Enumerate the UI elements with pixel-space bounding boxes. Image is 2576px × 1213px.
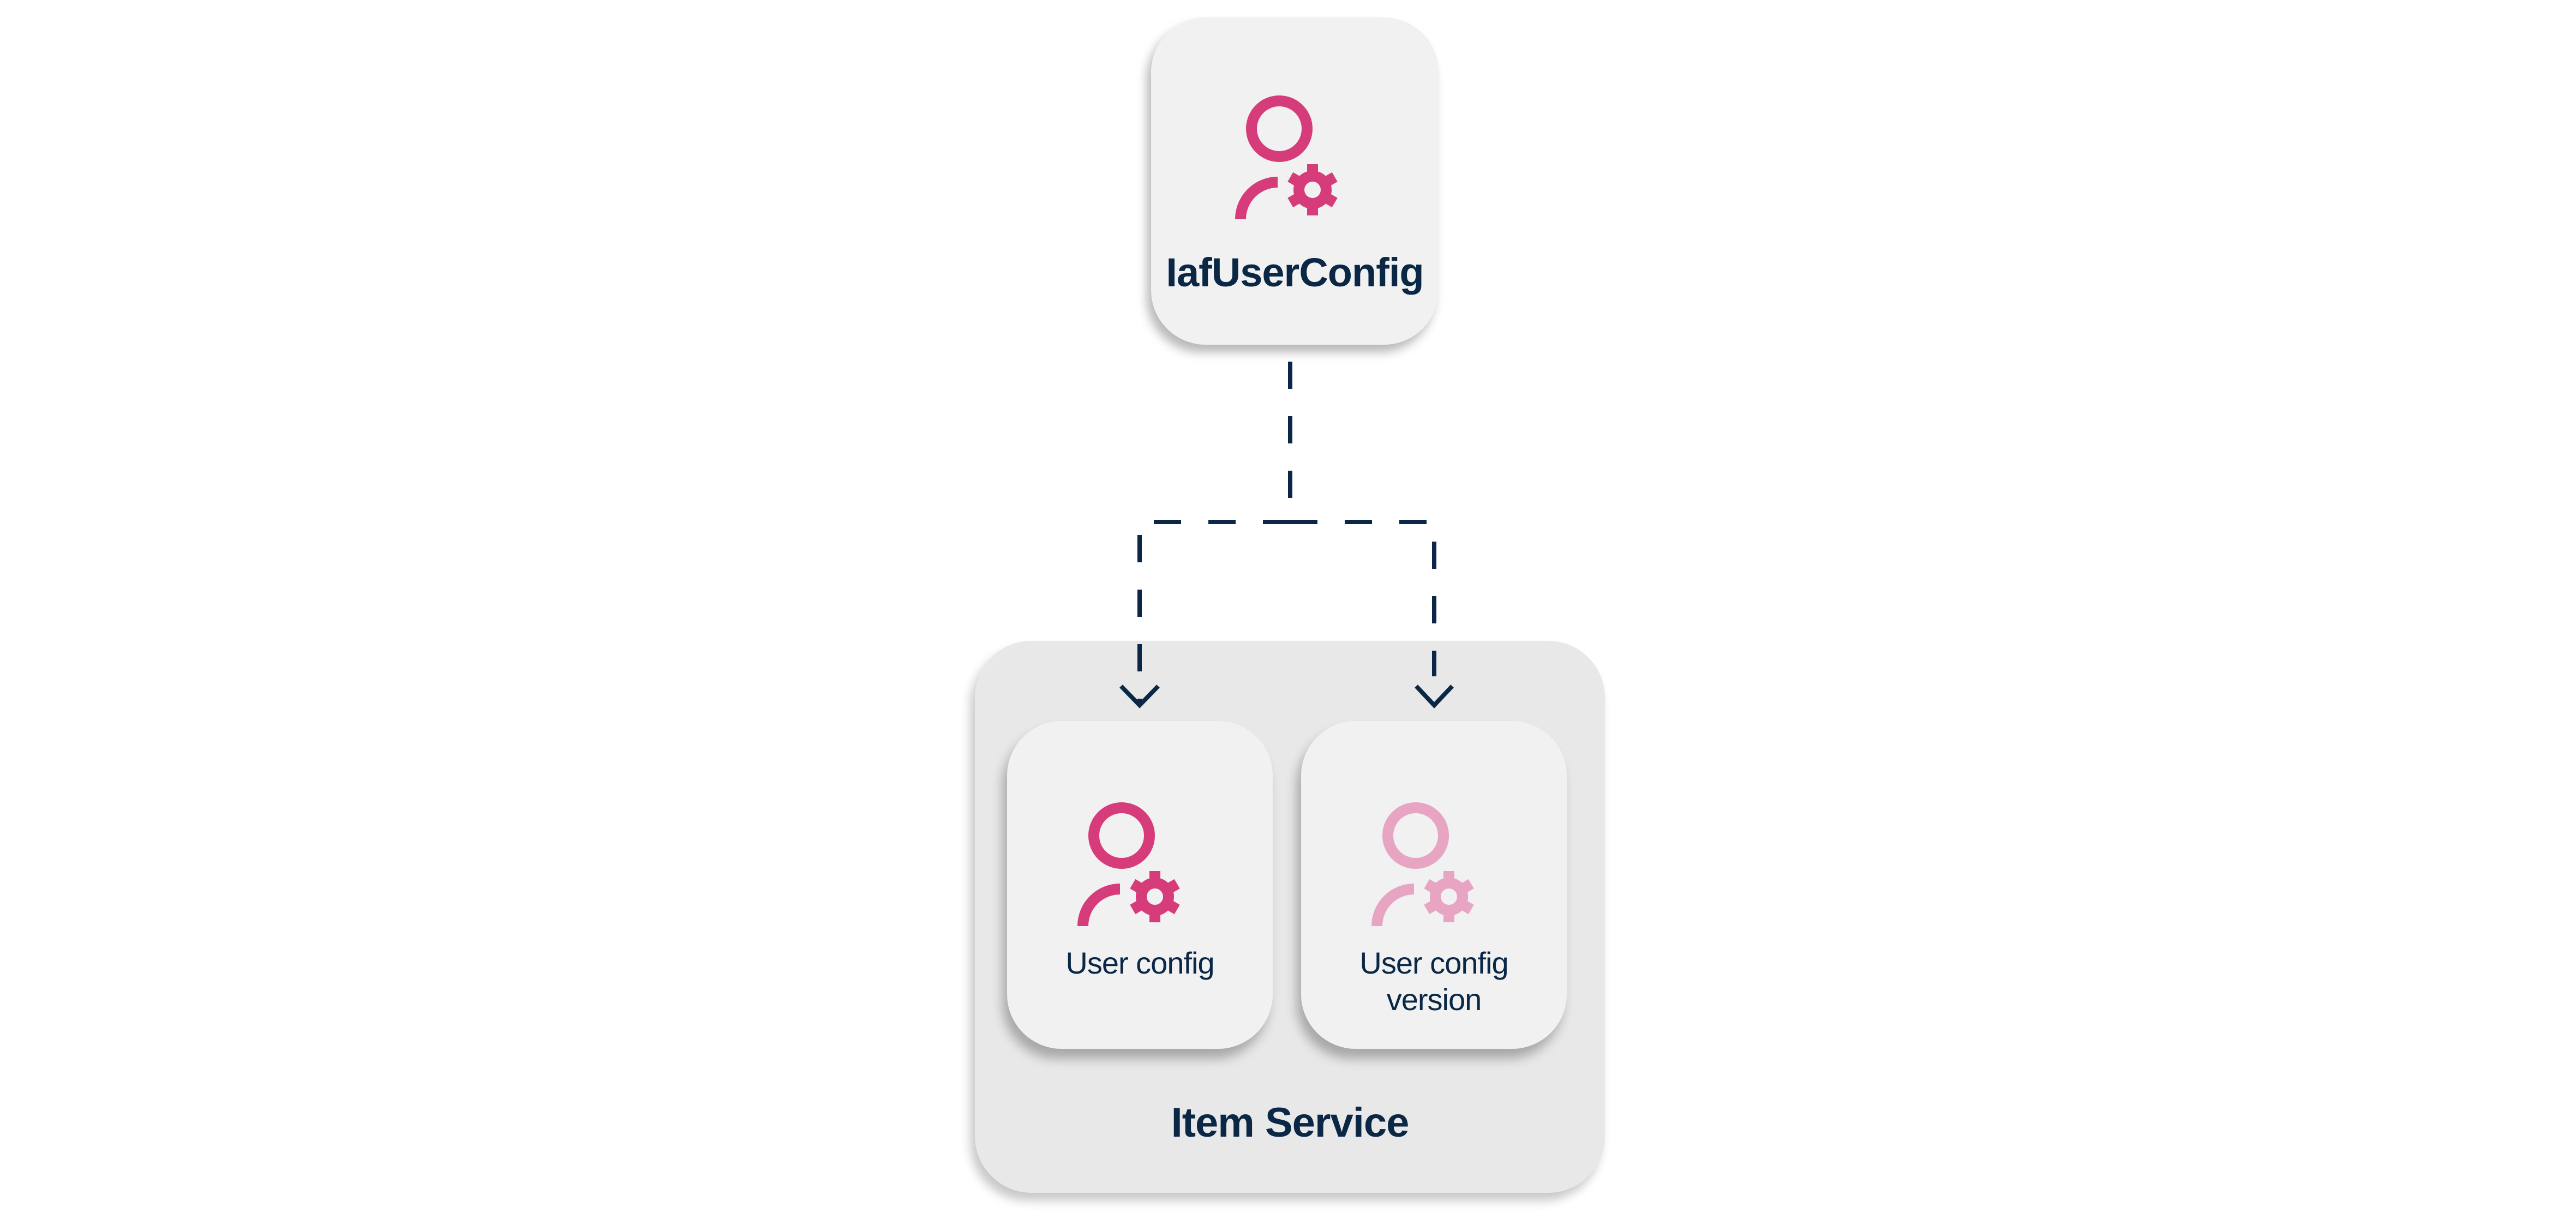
iafuserconfig-node: IafUserConfig — [1151, 17, 1439, 345]
user-gear-icon — [1235, 95, 1355, 226]
item-service-label: Item Service — [1171, 1100, 1410, 1146]
user-config-version-card: User config version — [1301, 721, 1567, 1049]
iafuserconfig-title: IafUserConfig — [1166, 250, 1424, 295]
user-config-card: User config — [1007, 721, 1273, 1049]
user-gear-icon — [1077, 802, 1197, 933]
user-gear-icon — [1371, 802, 1491, 933]
user-config-label: User config — [1065, 946, 1214, 980]
user-config-version-label: User config version — [1359, 946, 1508, 1017]
